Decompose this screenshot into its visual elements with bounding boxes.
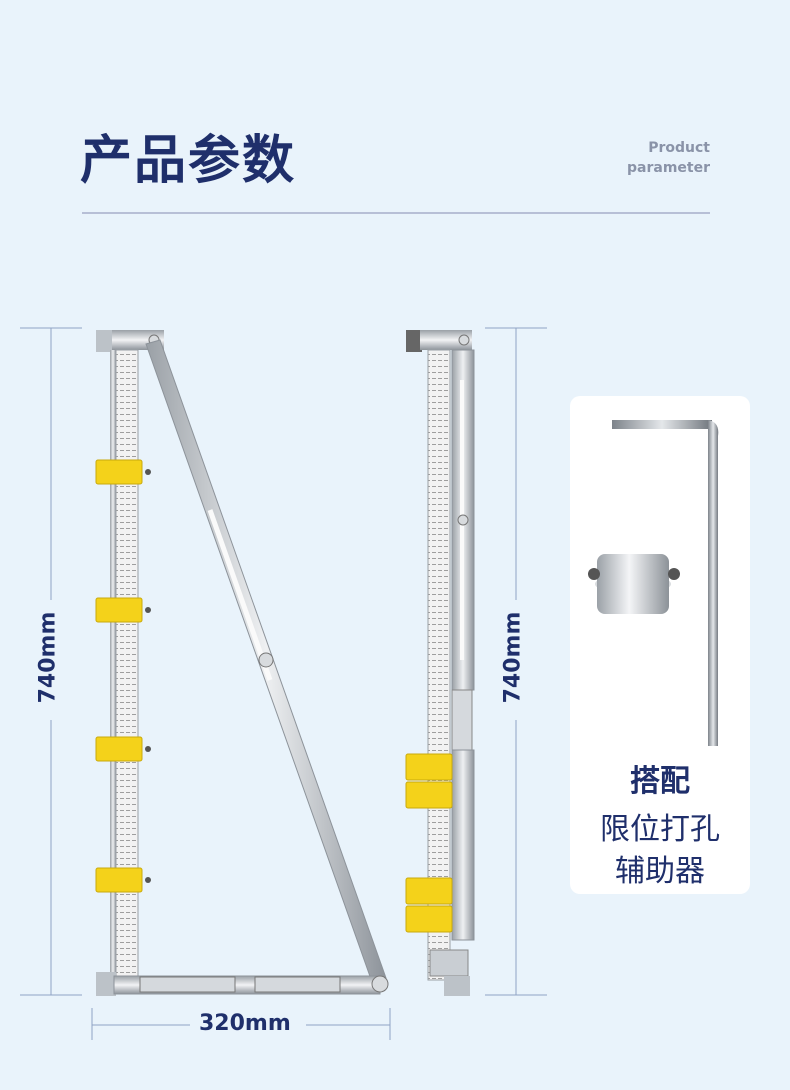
jig-unfolded — [95, 330, 389, 996]
subtitle-line-1: Product — [648, 140, 710, 156]
right-dimension-guide — [485, 327, 547, 996]
hex-key-icon — [612, 420, 719, 746]
header-divider — [82, 212, 710, 214]
subtitle-line-2: parameter — [627, 160, 710, 176]
accessory-line-2: 辅助器 — [615, 854, 705, 889]
accessory-illustration — [588, 420, 719, 746]
page-title: 产品参数 — [80, 131, 297, 191]
jig-folded — [405, 330, 475, 996]
right-height-label: 740mm — [500, 611, 526, 704]
bottom-dimension-guide — [91, 1008, 391, 1040]
accessory-heading: 搭配 — [630, 764, 690, 799]
accessory-line-1: 限位打孔 — [600, 812, 720, 847]
page-subtitle: Product parameter — [627, 138, 710, 178]
left-height-label: 740mm — [35, 611, 61, 704]
stop-collar-icon — [588, 554, 680, 614]
left-dimension-guide — [20, 327, 82, 996]
accessory-card: 搭配 限位打孔 辅助器 — [570, 396, 750, 894]
base-width-label: 320mm — [199, 1011, 291, 1036]
